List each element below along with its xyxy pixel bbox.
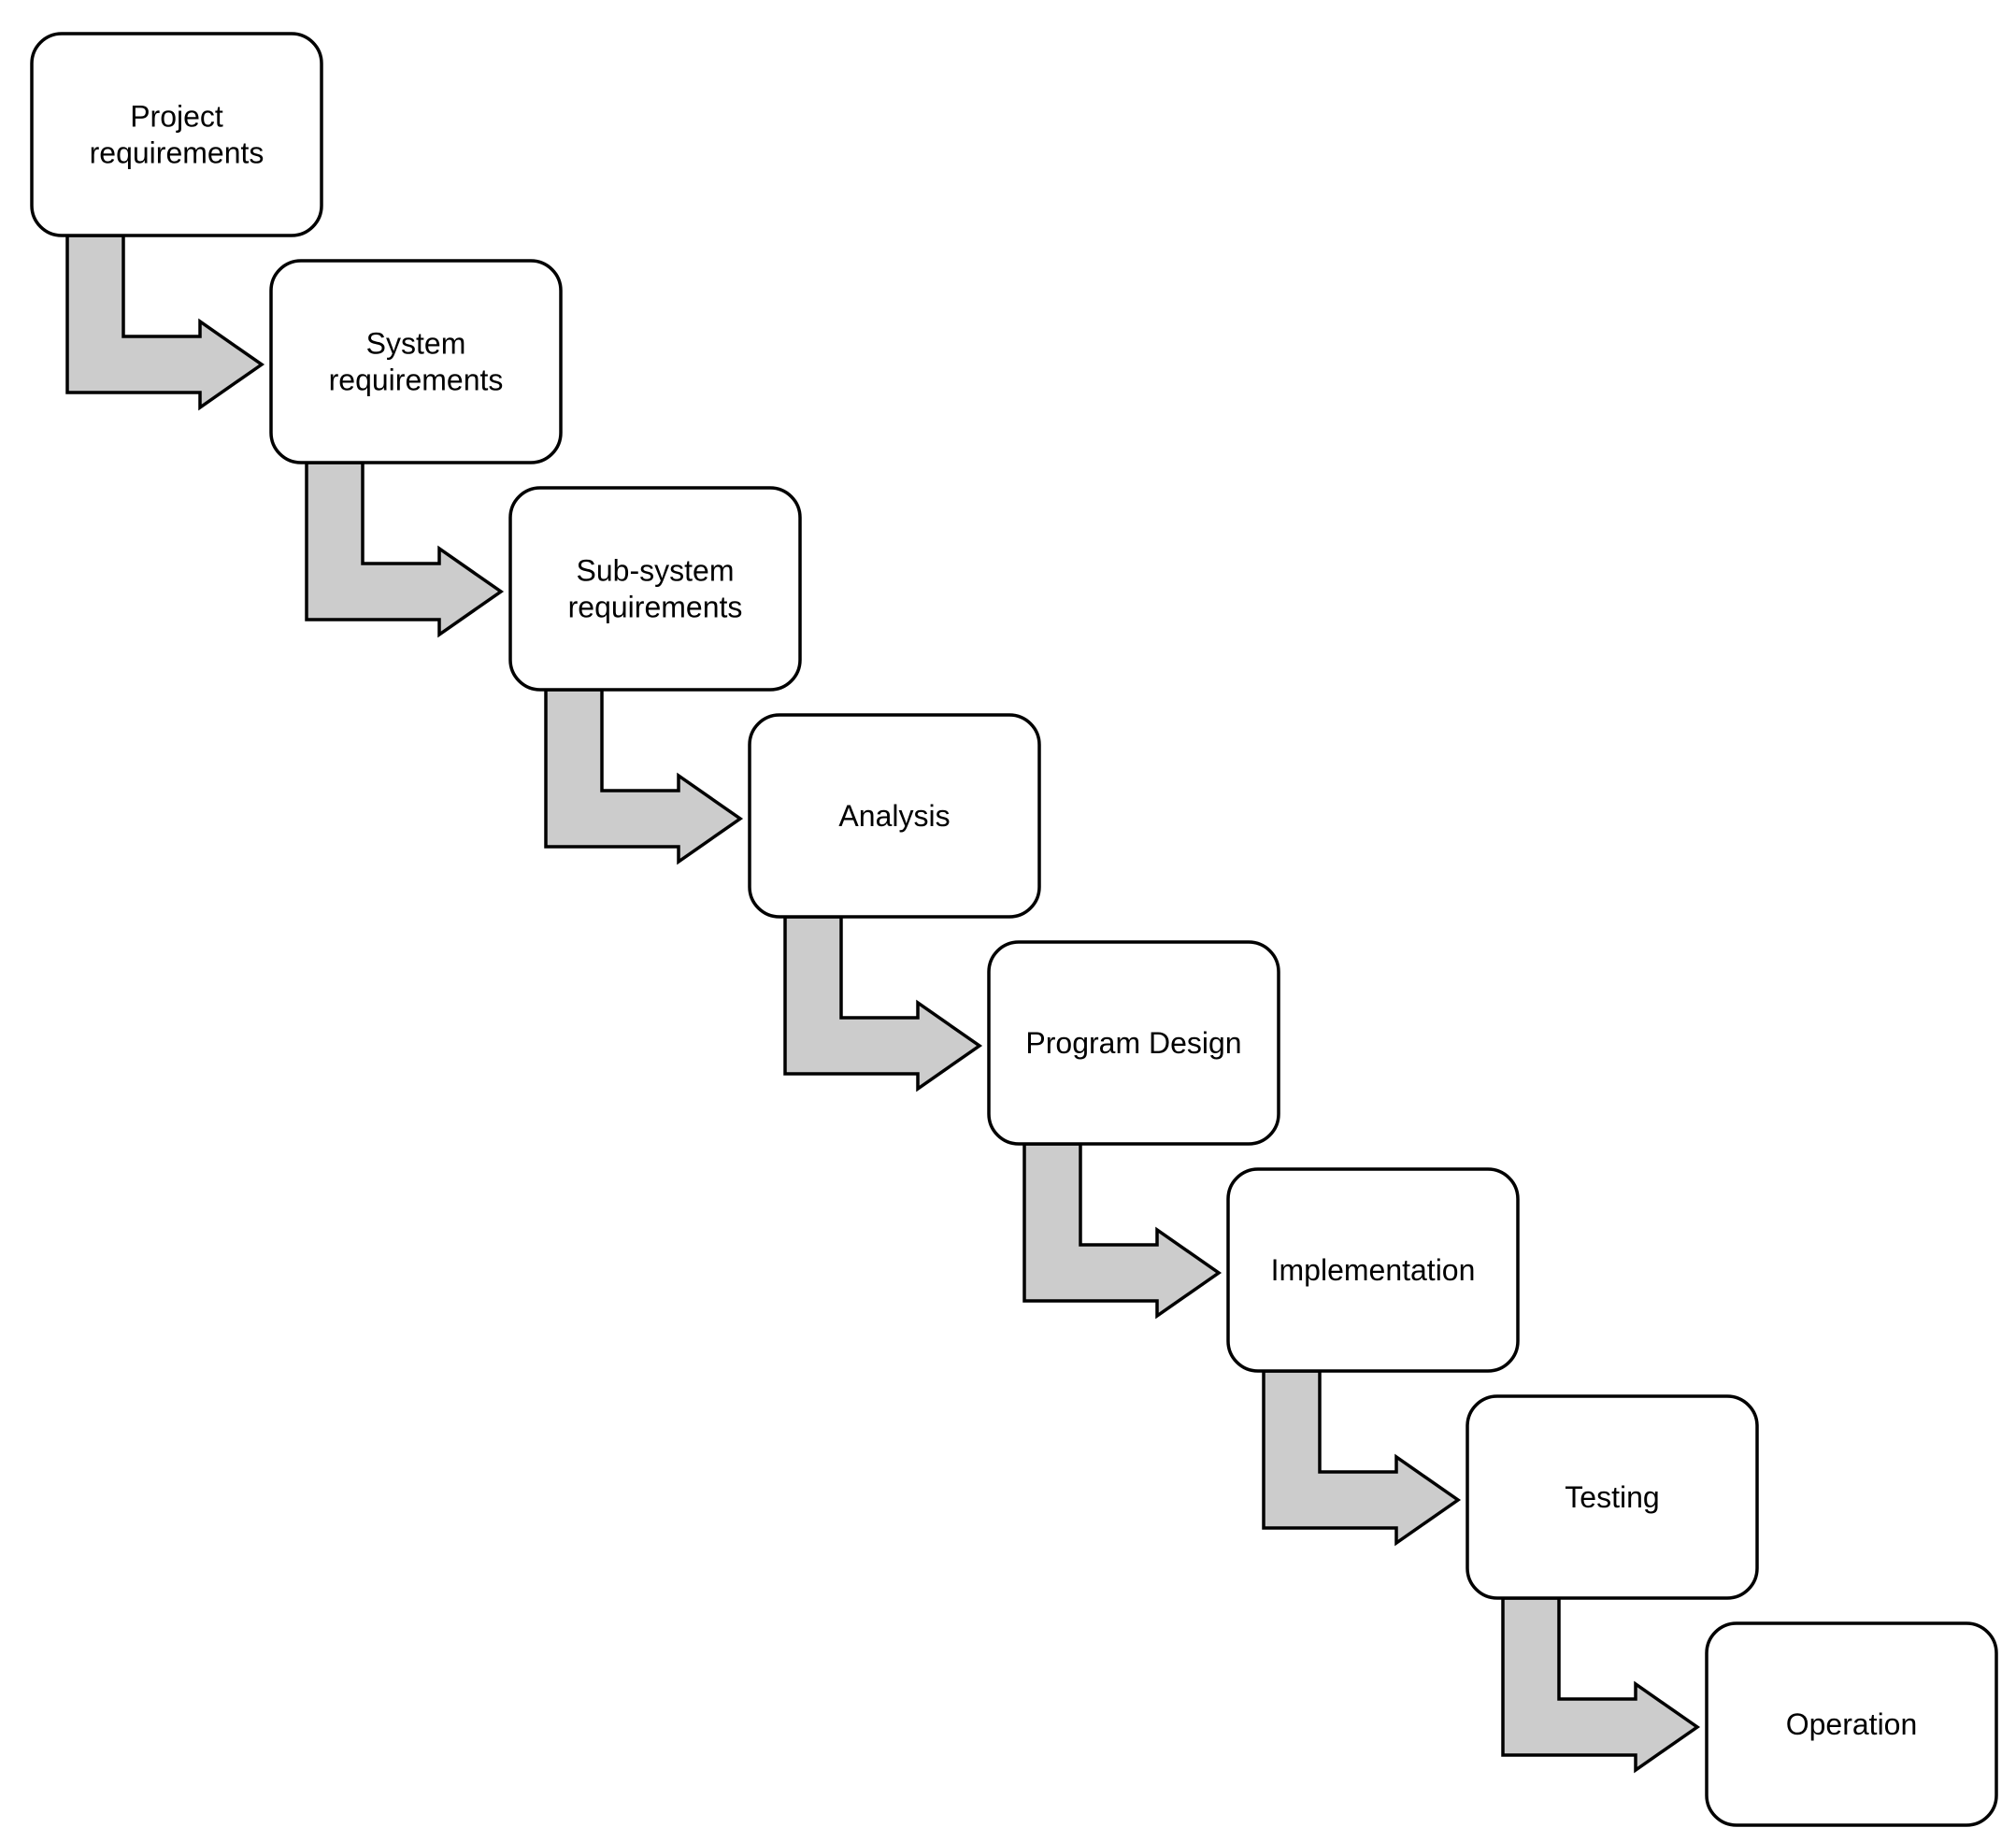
step-box-sub-system-requirements [508, 486, 802, 692]
step-label-analysis-line-1: Analysis [838, 799, 950, 833]
step-testing: Testing [1466, 1394, 1759, 1600]
step-implementation: Implementation [1226, 1167, 1520, 1373]
step-label-operation-line-1: Operation [1786, 1707, 1918, 1741]
step-label-project-requirements-line-1: Project [130, 100, 223, 134]
step-box-testing [1466, 1394, 1759, 1600]
step-connector-arrow-5 [1022, 1142, 1222, 1320]
step-box-analysis [748, 713, 1041, 919]
step-label-project-requirements-line-2: requirements [90, 136, 265, 170]
step-connector-arrow-7 [1501, 1596, 1701, 1774]
step-label-sub-system-requirements-line-1: Sub-system [577, 554, 735, 588]
step-connector-arrow-3 [544, 688, 744, 865]
step-box-operation [1705, 1621, 1998, 1827]
step-label-system-requirements-line-2: requirements [329, 364, 504, 397]
step-connector-arrow-4 [783, 915, 983, 1092]
step-connector-arrow-1 [65, 234, 265, 411]
step-operation: Operation [1705, 1621, 1998, 1827]
step-program-design: Program Design [987, 940, 1280, 1146]
step-label-system-requirements-line-1: System [366, 327, 466, 361]
step-label-sub-system-requirements-line-2: requirements [568, 591, 743, 624]
step-analysis: Analysis [748, 713, 1041, 919]
step-label-implementation-line-1: Implementation [1271, 1253, 1476, 1287]
step-label-testing-line-1: Testing [1565, 1480, 1659, 1514]
step-box-program-design [987, 940, 1280, 1146]
step-connector-arrow-2 [305, 461, 505, 638]
step-connector-arrow-6 [1262, 1369, 1462, 1547]
step-box-implementation [1226, 1167, 1520, 1373]
step-box-project-requirements [30, 32, 323, 237]
step-label-program-design-line-1: Program Design [1025, 1026, 1241, 1060]
step-box-system-requirements [269, 259, 563, 464]
